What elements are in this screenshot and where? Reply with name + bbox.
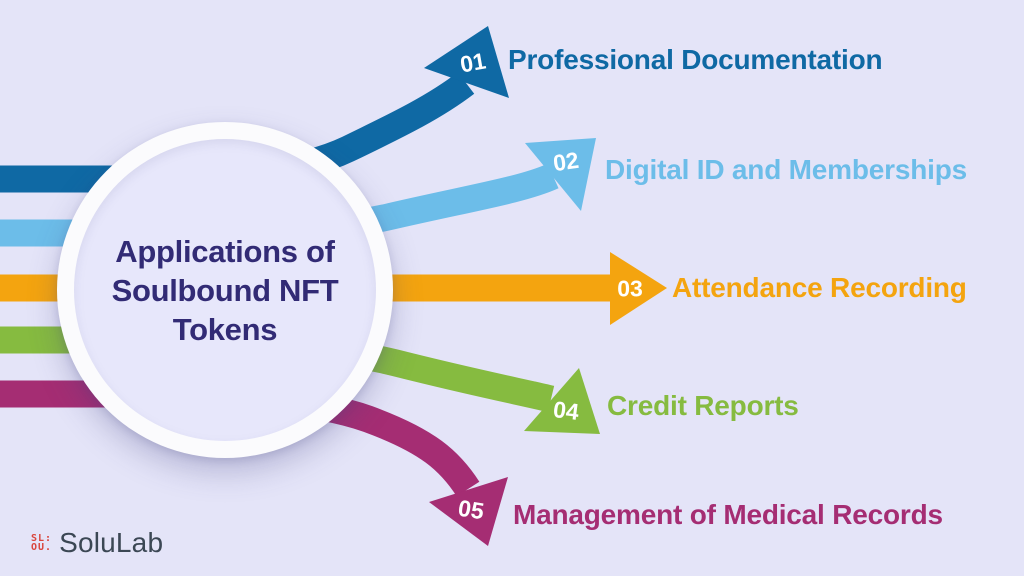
arrow-3-number: 03 (617, 275, 643, 302)
arrow-5-number: 05 (456, 494, 486, 525)
arrow-1-head (424, 26, 509, 98)
title-line-1: Applications of (115, 233, 335, 269)
arrow-1-label: Professional Documentation (508, 44, 883, 75)
arrow-4-label: Credit Reports (607, 390, 799, 421)
arrow-5-head (429, 477, 508, 546)
arrow-4-head (524, 368, 600, 434)
arrow-4-number: 04 (551, 396, 581, 425)
arrow-2-head (525, 138, 596, 211)
arrow-5-label: Management of Medical Records (513, 499, 943, 530)
center-circle-inner: Applications of Soulbound NFT Tokens (74, 139, 376, 441)
title-line-2: Soulbound NFT (111, 272, 339, 308)
title-line-3: Tokens (172, 311, 278, 347)
arrow-3-label: Attendance Recording (672, 272, 967, 303)
solulab-logo-icon-row-1: SL: (31, 533, 53, 544)
center-circle: Applications of Soulbound NFT Tokens (57, 122, 393, 458)
solulab-logo-icon: SL: OU. (31, 533, 53, 553)
arrow-1-number: 01 (458, 47, 488, 78)
solulab-logo-icon-row-2: OU. (31, 542, 53, 553)
diagram-title: Applications of Soulbound NFT Tokens (112, 232, 339, 349)
arrow-3-head (610, 252, 667, 325)
arrow-2-label: Digital ID and Memberships (605, 154, 967, 185)
arrow-2-number: 02 (551, 146, 581, 177)
solulab-wordmark: SoluLab (59, 527, 164, 558)
solulab-logo: SL: OU. SoluLab (31, 527, 163, 559)
